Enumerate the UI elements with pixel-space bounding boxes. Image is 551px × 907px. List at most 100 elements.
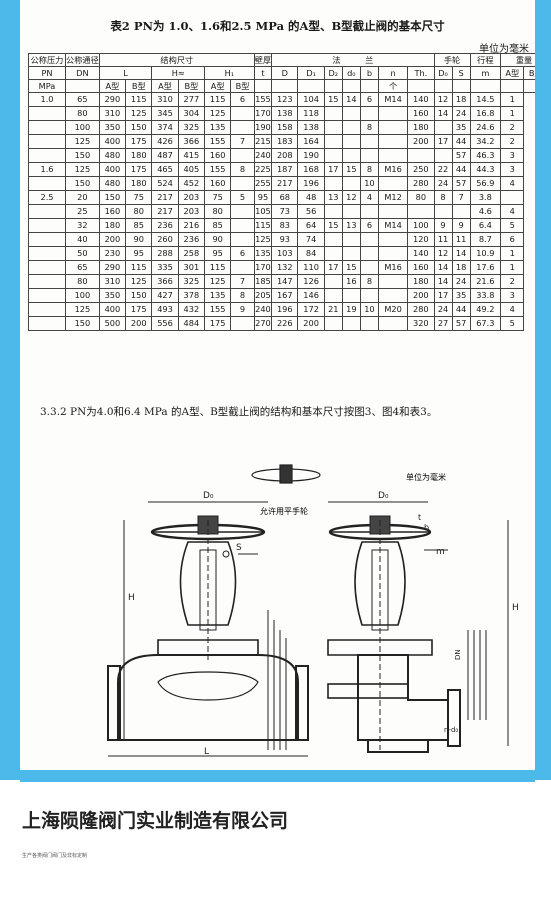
table-cell: [341, 148, 361, 163]
table-cell: 8: [359, 120, 379, 135]
table-cell: 190: [297, 148, 325, 163]
table-cell: 44: [451, 302, 471, 317]
table-cell: 115: [253, 218, 273, 233]
table-cell: [230, 176, 255, 191]
table-cell: [377, 316, 409, 331]
table-cell: 125: [125, 106, 153, 121]
table-cell: [377, 176, 409, 191]
table-cell: [323, 274, 343, 289]
table-cell: 11: [433, 232, 453, 247]
table-cell: 320: [407, 316, 435, 331]
table-cell: 217: [271, 176, 299, 191]
tagline: 生产各类阀门阀门及非标定制: [22, 853, 88, 859]
table-cell: M16: [377, 162, 409, 177]
table-cell: 33.8: [469, 288, 502, 303]
table-cell: [28, 106, 66, 121]
table-cell: 183: [271, 134, 299, 149]
header-typeB-w: B型: [523, 66, 535, 80]
table-cell: 9: [451, 218, 471, 233]
table-cell: 216: [177, 218, 206, 233]
table-cell: 118: [297, 106, 325, 121]
table-cell: 270: [253, 316, 273, 331]
header-D1: D₁: [297, 66, 325, 80]
table-cell: 57: [451, 148, 471, 163]
table-cell: 374: [151, 120, 179, 135]
table-cell: 8: [230, 162, 255, 177]
table-cell: 310: [151, 92, 179, 107]
table-cell: 125: [204, 274, 232, 289]
table-cell: 80: [204, 204, 232, 219]
table-cell: 366: [177, 134, 206, 149]
table-cell: 280: [407, 176, 435, 191]
table-cell: [359, 204, 379, 219]
table-cell: 310: [98, 106, 127, 121]
table-cell: 1: [500, 260, 525, 275]
table-cell: [341, 134, 361, 149]
table-cell: [377, 148, 409, 163]
table-cell: 187: [271, 162, 299, 177]
table-cell: M20: [377, 302, 409, 317]
dim-H-left: H: [128, 593, 135, 603]
table-cell: 100: [65, 120, 100, 135]
table-cell: 103: [271, 246, 299, 261]
dim-S-left: S: [236, 543, 242, 553]
table-cell: 105: [253, 204, 273, 219]
table-cell: 14: [433, 106, 453, 121]
table-cell: 80: [407, 190, 435, 205]
table-cell: [28, 120, 66, 135]
table-cell: 17: [323, 260, 343, 275]
table-cell: 500: [98, 316, 127, 331]
table-cell: 27: [433, 316, 453, 331]
dim-m-right: m: [436, 547, 445, 557]
table-cell: 217: [151, 190, 179, 205]
table-cell: 2.5: [28, 190, 66, 205]
table-cell: [28, 204, 66, 219]
table-cell: 215: [253, 134, 273, 149]
table-cell: 44: [451, 162, 471, 177]
table-cell: 21: [323, 302, 343, 317]
table-cell: 12: [433, 92, 453, 107]
header-dn-sym: DN: [65, 66, 100, 80]
table-cell: [341, 120, 361, 135]
table-cell: [323, 120, 343, 135]
table-cell: 95: [253, 190, 273, 205]
table-cell: [230, 260, 255, 275]
section-note: 3.3.2 PN为4.0和6.4 MPa 的A型、B型截止阀的结构和基本尺寸按图…: [40, 406, 438, 418]
valve-drawing: 单位为毫米 允许用平手轮 D₀ L H S: [107, 464, 519, 757]
table-cell: 240: [253, 302, 273, 317]
table-cell: 200: [407, 134, 435, 149]
table-cell: 160: [204, 176, 232, 191]
table-cell: [341, 316, 361, 331]
table-cell: 200: [297, 316, 325, 331]
header-n-unit: 个: [377, 79, 409, 93]
table-cell: 14: [433, 260, 453, 275]
header-flange: 法 兰: [271, 53, 435, 67]
table-cell: 90: [125, 232, 153, 247]
table-cell: [28, 288, 66, 303]
table-cell: [28, 232, 66, 247]
table-cell: 95: [204, 246, 232, 261]
table-cell: [341, 232, 361, 247]
header-H1: H₁: [204, 66, 255, 80]
header-L-B: B型: [125, 79, 153, 93]
table-cell: [28, 148, 66, 163]
table-cell: [230, 316, 255, 331]
table-cell: [28, 302, 66, 317]
table-cell: 24.6: [469, 120, 502, 135]
table-cell: 140: [407, 92, 435, 107]
table-cell: 115: [125, 92, 153, 107]
table-cell: 480: [98, 176, 127, 191]
header-weight: 重量: [500, 53, 535, 67]
table-cell: 180: [125, 148, 153, 163]
table-cell: 10.9: [469, 246, 502, 261]
right-accent-stripe: [535, 0, 551, 780]
